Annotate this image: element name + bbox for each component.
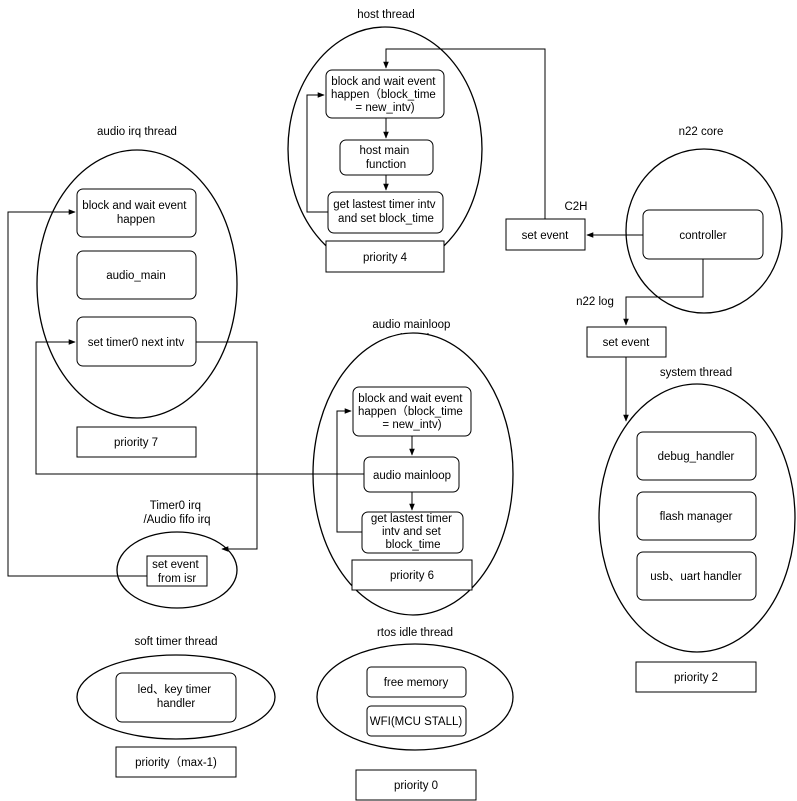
host-get-timer-text: get lastest timer intv and set block_tim… bbox=[333, 199, 438, 225]
host-main-function-text: host main function bbox=[359, 145, 412, 171]
edge-set-timer0-to-isr bbox=[196, 341, 258, 552]
debug-handler-text: debug_handler bbox=[658, 451, 735, 463]
audio-irq-block-wait-line: block and wait event bbox=[82, 200, 187, 212]
free-memory-box bbox=[366, 666, 467, 698]
timer0-irq-title-line: Timer0 irq bbox=[150, 500, 201, 512]
audio-mainloop-block-wait-text: block and wait event happen（block_time =… bbox=[358, 393, 466, 431]
timer0-irq-title: Timer0 irq /Audio fifo irq bbox=[143, 500, 210, 526]
audio-irq-title: audio irq thread bbox=[97, 126, 177, 138]
audio-irq-block-wait-text: block and wait event happen bbox=[82, 200, 189, 226]
edge-mainloop-to-set-timer0 bbox=[35, 339, 364, 475]
audio-mainloop-priority-box bbox=[351, 559, 473, 591]
n22-log-label: n22 log bbox=[576, 296, 614, 308]
host-main-function-line: host main bbox=[359, 145, 409, 157]
host-priority-text: priority 4 bbox=[363, 252, 408, 264]
soft-timer-title: soft timer thread bbox=[134, 636, 217, 648]
c2h-set-event-box bbox=[505, 218, 586, 251]
c2h-label: C2H bbox=[564, 201, 587, 213]
system-priority-text: priority 2 bbox=[674, 672, 718, 684]
audio-mainloop-block-wait-line: = new_intv) bbox=[382, 419, 441, 431]
audio-mainloop-block-wait-line: happen（block_time bbox=[358, 405, 463, 418]
flash-manager-box bbox=[636, 491, 757, 541]
host-block-wait-box bbox=[325, 69, 445, 119]
wfi-text: WFI(MCU STALL) bbox=[370, 716, 463, 728]
audio-irq-block-wait-line: happen bbox=[117, 214, 155, 226]
audio-irq-block-wait-box bbox=[76, 188, 197, 238]
audio-mainloop-get-timer-line: get lastest timer bbox=[371, 513, 452, 525]
n22-log-set-event-text: set event bbox=[603, 337, 650, 349]
set-event-from-isr-line: set event bbox=[152, 559, 199, 571]
set-event-from-isr-text: set event from isr bbox=[152, 559, 202, 585]
edge-controller-to-log bbox=[623, 259, 704, 326]
flash-manager-text: flash manager bbox=[660, 511, 733, 523]
audio-mainloop-get-timer-line: block_time bbox=[386, 539, 441, 551]
usb-uart-handler-box bbox=[636, 551, 757, 601]
audio-main-box bbox=[76, 250, 197, 300]
rtos-idle-priority-box bbox=[355, 769, 477, 801]
c2h-set-event-text: set event bbox=[522, 230, 569, 242]
host-block-wait-line: = new_intv) bbox=[355, 102, 414, 114]
free-memory-text: free memory bbox=[384, 677, 449, 689]
host-priority-box bbox=[325, 240, 445, 273]
soft-timer-handler-line: handler bbox=[157, 698, 196, 710]
system-priority-box bbox=[635, 661, 757, 693]
audio-irq-priority-box bbox=[76, 426, 197, 458]
audio-mainloop-block-wait-line: block and wait event bbox=[358, 393, 463, 405]
soft-timer-priority-box bbox=[115, 746, 237, 778]
rtos-idle-title: rtos idle thread bbox=[377, 627, 453, 639]
controller-text: controller bbox=[679, 230, 726, 242]
edge-isr-to-audio-irq bbox=[7, 209, 147, 577]
edge-c2h-to-host bbox=[383, 48, 546, 219]
debug-handler-box bbox=[636, 431, 757, 481]
set-event-from-isr-box bbox=[146, 555, 208, 587]
rtos-idle-priority-text: priority 0 bbox=[394, 780, 438, 792]
host-thread-title: host thread bbox=[357, 9, 415, 21]
host-main-function-line: function bbox=[366, 159, 406, 171]
host-get-timer-line: get lastest timer intv bbox=[333, 199, 436, 211]
host-edge-loop-back bbox=[306, 92, 328, 213]
audio-main-text: audio_main bbox=[106, 270, 165, 282]
soft-timer-priority-text: priority（max-1) bbox=[135, 756, 217, 769]
audio-mainloop-text: audio mainloop bbox=[373, 470, 451, 482]
system-thread-title: system thread bbox=[660, 367, 732, 379]
audio-mainloop-get-timer-text: get lastest timer intv and set block_tim… bbox=[371, 513, 455, 551]
soft-timer-handler-box bbox=[115, 672, 237, 723]
set-timer0-text: set timer0 next intv bbox=[88, 337, 185, 349]
mainloop-edge-loop-back bbox=[336, 408, 362, 533]
soft-timer-handler-line: led、key timer bbox=[138, 684, 212, 696]
set-event-from-isr-line: from isr bbox=[158, 573, 197, 585]
audio-mainloop-priority-text: priority 6 bbox=[390, 570, 434, 582]
wfi-box bbox=[366, 705, 467, 737]
soft-timer-handler-text: led、key timer handler bbox=[138, 684, 215, 710]
audio-mainloop-get-timer-line: intv and set bbox=[382, 526, 442, 538]
audio-irq-priority-text: priority 7 bbox=[114, 437, 158, 449]
host-get-timer-line: and set block_time bbox=[338, 213, 434, 225]
host-block-wait-line: block and wait event bbox=[331, 76, 436, 88]
n22-log-set-event-box bbox=[586, 326, 667, 358]
host-block-wait-line: happen（block_time bbox=[331, 88, 436, 101]
host-block-wait-text: block and wait event happen（block_time =… bbox=[331, 76, 439, 114]
audio-mainloop-title-line: audio mainloop bbox=[372, 319, 450, 331]
usb-uart-handler-text: usb、uart handler bbox=[650, 571, 742, 583]
timer0-irq-title-line: /Audio fifo irq bbox=[143, 514, 210, 526]
n22-core-title: n22 core bbox=[679, 126, 724, 138]
